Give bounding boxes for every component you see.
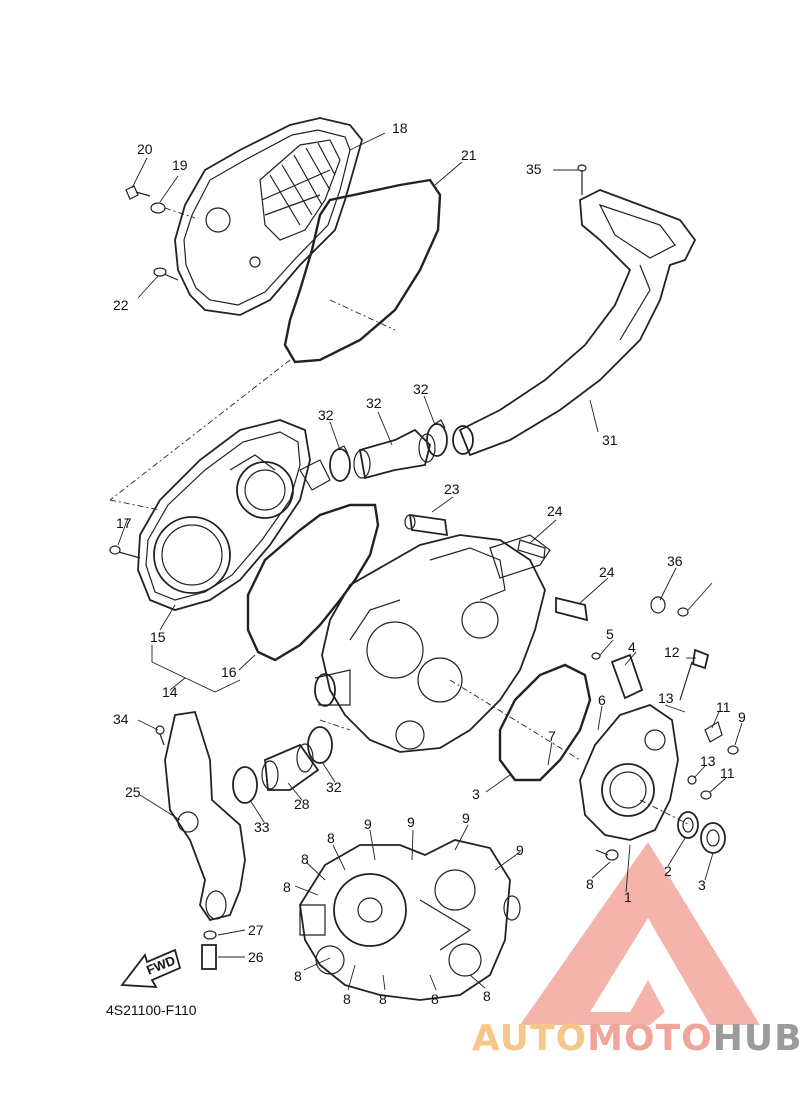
oil-gauge-13 (679, 648, 710, 701)
callout-4: 4 (628, 639, 636, 655)
callout-33: 34 (113, 711, 129, 727)
dowel-24-a (404, 513, 449, 537)
callout-8-f: 8 (343, 991, 351, 1007)
crankcase-main (314, 534, 546, 753)
callout-6: 3 (472, 786, 480, 802)
diagram-code: 4S21100-F110 (106, 1002, 197, 1018)
callout-20: 19 (172, 157, 188, 173)
callout-26: 25 (125, 784, 141, 800)
watermark-part-moto: MOTO (587, 1018, 713, 1059)
watermark-text: AUTOMOTOHUB (472, 1018, 800, 1059)
bolt-33 (155, 725, 165, 746)
callout-22: 21 (461, 147, 477, 163)
fwd-arrow: FWD (120, 948, 182, 988)
callout-25: 24 (547, 503, 563, 519)
right-cover-1 (579, 704, 679, 841)
bolts-9-10-11-12 (687, 721, 739, 800)
callout-10: 11 (716, 699, 731, 715)
bolt-34 (577, 164, 587, 195)
clamp-32-c (232, 766, 258, 804)
callout-35: 36 (667, 553, 683, 569)
callout-7-a: 6 (598, 692, 606, 708)
clamp-32-a (329, 445, 351, 482)
gasket-17 (246, 503, 380, 662)
clip-28 (203, 930, 217, 940)
callout-14: 13 (658, 690, 674, 706)
joint-29 (261, 743, 320, 791)
callout-9-a: 9 (738, 709, 746, 725)
crankcase-cover-16 (137, 419, 311, 611)
clamp-32-d (307, 726, 333, 764)
callout-19: 18 (392, 120, 408, 136)
clip-35-bolt-36 (650, 596, 689, 617)
callout-2: 2 (664, 863, 672, 879)
callout-18: 17 (116, 515, 132, 531)
callout-9-d: 9 (462, 810, 470, 826)
air-duct-30 (452, 189, 697, 457)
callout-32-b: 32 (413, 381, 429, 397)
bolt-8-callout (595, 849, 619, 861)
callout-9-e: 9 (516, 842, 524, 858)
callout-labels: 18 20 19 21 35 22 32 32 32 31 23 24 17 3… (113, 120, 746, 1007)
callout-24-a: 23 (444, 481, 460, 497)
callout-29: 28 (294, 796, 310, 812)
callout-9-c: 9 (407, 814, 415, 830)
callout-5: 5 (606, 626, 614, 642)
dowel-24-b (555, 596, 589, 622)
bearing-3 (700, 822, 726, 854)
callout-8-b: 8 (301, 851, 309, 867)
watermark-part-auto: AUTO (472, 1018, 588, 1059)
bolt-23 (153, 267, 179, 281)
bolt-18 (109, 545, 141, 559)
callout-31: 32 (366, 395, 382, 411)
callout-32-a: 32 (318, 407, 334, 423)
callout-8-g: 8 (379, 991, 387, 1007)
callout-3: 3 (698, 877, 706, 893)
callout-11: 11 (720, 765, 735, 781)
joint-31 (353, 428, 436, 480)
callout-8-d: 8 (283, 879, 291, 895)
callout-28: 27 (248, 922, 264, 938)
callout-32-c: 32 (326, 779, 342, 795)
callout-17: 16 (221, 664, 237, 680)
screw-21 (125, 185, 151, 200)
callout-8-i: 8 (483, 988, 491, 1004)
callout-8-h: 8 (431, 991, 439, 1007)
callout-21: 20 (137, 141, 153, 157)
fwd-label: FWD (144, 953, 177, 978)
callout-32-d: 33 (254, 819, 270, 835)
intake-duct-26 (164, 710, 246, 922)
callout-27: 26 (248, 949, 264, 965)
clutch-cover-outer (174, 117, 363, 316)
bolt-5-and-4 (591, 652, 644, 700)
plug-20 (150, 202, 196, 219)
clamp-32-b (426, 419, 448, 457)
cap-27 (201, 944, 217, 970)
seal-2 (677, 811, 699, 839)
callout-34: 35 (526, 161, 542, 177)
callout-8-e: 8 (294, 968, 302, 984)
watermark-logo (520, 842, 760, 1025)
watermark-part-hub: HUB (712, 1018, 800, 1059)
callout-30: 31 (602, 432, 618, 448)
callout-15: 14 (162, 684, 178, 700)
callout-1: 1 (624, 889, 632, 905)
callout-8-a: 8 (327, 830, 335, 846)
callout-23: 22 (113, 297, 129, 313)
leader-lines (117, 132, 743, 991)
callout-13: 12 (664, 644, 680, 660)
callout-9-b: 9 (364, 816, 372, 832)
callout-16: 15 (150, 629, 166, 645)
callout-8-c: 8 (586, 876, 594, 892)
crankcase-inner-view (299, 839, 521, 1001)
gasket-22 (283, 178, 442, 364)
callout-24-b: 24 (599, 564, 615, 580)
callout-7-b: 7 (548, 728, 556, 744)
gasket-6 (498, 663, 592, 782)
callout-12: 13 (700, 753, 716, 769)
